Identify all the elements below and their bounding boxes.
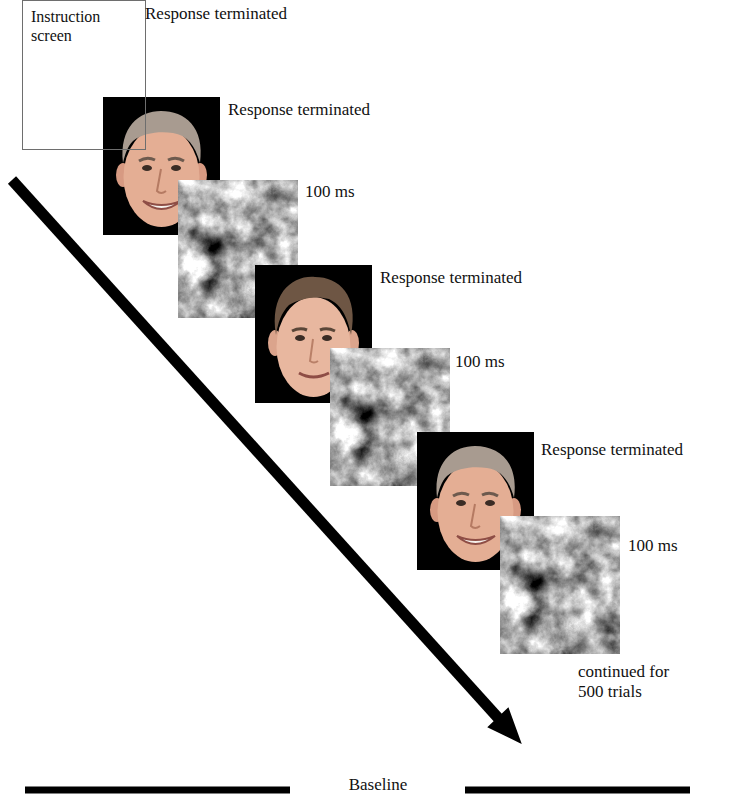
node-label: Instruction screen: [23, 1, 139, 51]
baseline-label: Baseline: [343, 775, 414, 795]
baseline-bar: [25, 787, 290, 794]
time-arrow: [12, 180, 500, 720]
duration-label: 100 ms: [305, 182, 355, 202]
noise-mask: [500, 516, 620, 654]
baseline-bar: [465, 787, 690, 794]
timing-label: Response terminated: [228, 100, 370, 120]
note-label: continued for 500 trials: [578, 662, 688, 703]
duration-label: 100 ms: [628, 536, 678, 556]
duration-label: 100 ms: [455, 352, 505, 372]
instruction-box: Instruction screen: [22, 0, 146, 150]
arrow-head: [489, 709, 520, 742]
timing-label: Response terminated: [541, 440, 683, 460]
timing-label: Response terminated: [380, 268, 522, 288]
timing-label: Response terminated: [145, 4, 287, 24]
